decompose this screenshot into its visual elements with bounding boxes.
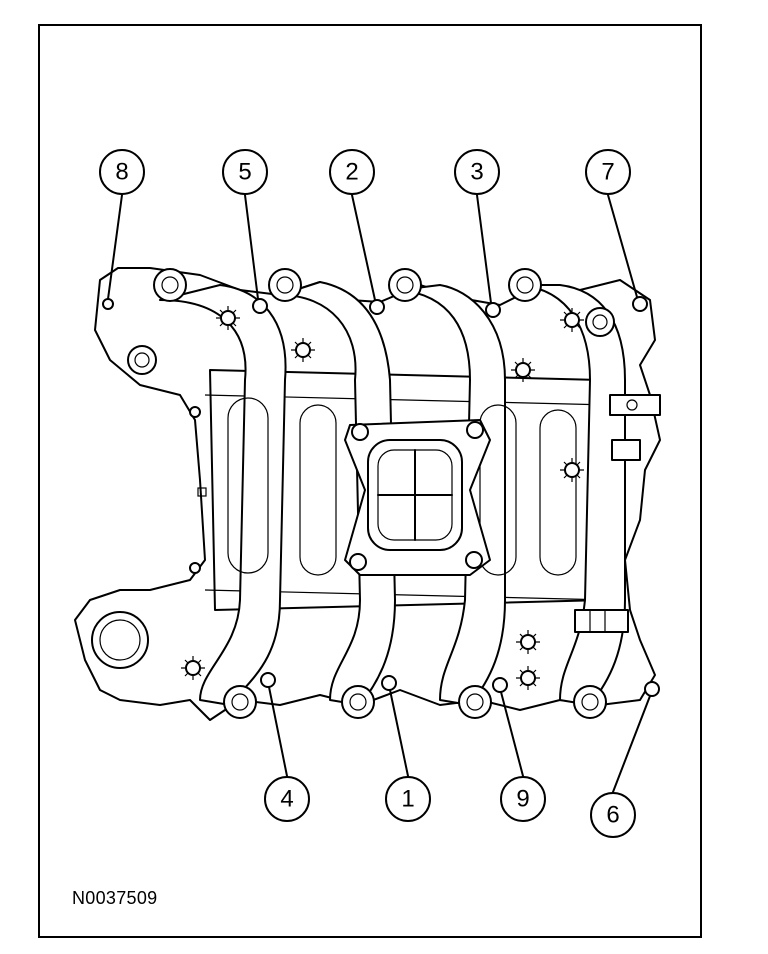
callout-1: 1 <box>385 776 431 822</box>
callout-label: 6 <box>606 802 619 829</box>
callout-7: 7 <box>585 149 631 195</box>
callout-9: 9 <box>500 776 546 822</box>
callout-2: 2 <box>329 149 375 195</box>
spiked-fasteners <box>181 306 584 690</box>
callout-label: 4 <box>280 786 293 813</box>
intake-runners <box>159 281 626 706</box>
throttle-body-flange <box>344 419 491 576</box>
callout-label: 7 <box>601 159 614 186</box>
bolt-hole-6 <box>644 681 660 697</box>
bolt-hole-5 <box>252 298 268 314</box>
bolt-hole-8 <box>102 298 114 310</box>
bolt-holes <box>102 296 660 697</box>
callout-label: 5 <box>238 159 251 186</box>
callout-label: 9 <box>516 786 529 813</box>
callout-5: 5 <box>222 149 268 195</box>
callout-label: 8 <box>115 159 128 186</box>
figure-id: N0037509 <box>72 888 158 908</box>
callout-8: 8 <box>99 149 145 195</box>
leader-lines <box>107 194 651 793</box>
side-brackets <box>197 394 661 633</box>
bolt-hole-3 <box>485 302 501 318</box>
bolt-hole-2 <box>369 299 385 315</box>
bolt-hole-9 <box>492 677 508 693</box>
callout-6: 6 <box>590 792 636 838</box>
callout-label: 3 <box>470 159 483 186</box>
callout-4: 4 <box>264 776 310 822</box>
callout-3: 3 <box>454 149 500 195</box>
callout-label: 1 <box>401 786 414 813</box>
callout-label: 2 <box>345 159 358 186</box>
bolt-hole-7 <box>632 296 648 312</box>
callouts: 8 5 2 3 7 4 1 9 <box>99 149 636 838</box>
bolt-hole-1 <box>381 675 397 691</box>
bolt-bosses <box>91 268 615 719</box>
bolt-hole-4 <box>260 672 276 688</box>
